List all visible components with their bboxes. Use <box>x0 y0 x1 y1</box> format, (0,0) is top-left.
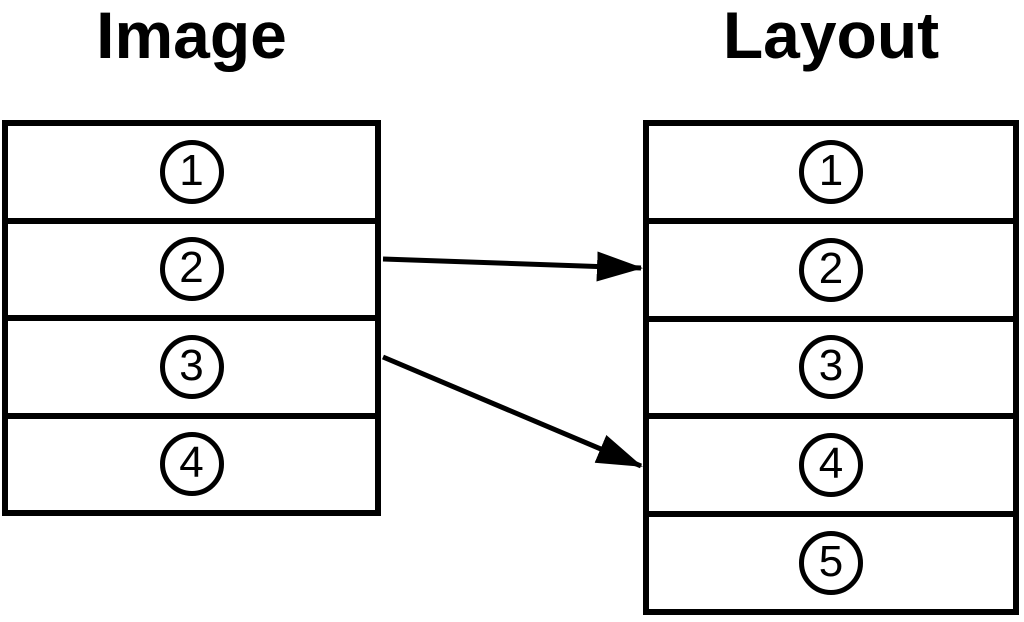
image-row-1: 1 <box>8 126 375 218</box>
circled-number: 5 <box>799 531 863 596</box>
layout-column-title: Layout <box>722 0 940 72</box>
circled-number: 3 <box>159 334 224 399</box>
circled-number: 4 <box>159 432 224 497</box>
image-row-4: 4 <box>8 412 375 511</box>
image-column-title: Image <box>96 0 287 72</box>
circled-number: 1 <box>159 139 224 204</box>
layout-row-5: 5 <box>649 511 1013 609</box>
image-row-3: 3 <box>8 315 375 413</box>
layout-row-1: 1 <box>649 126 1013 218</box>
layout-row-3: 3 <box>649 315 1013 414</box>
image-row-2: 2 <box>8 217 375 316</box>
image-stack: 1 2 3 4 <box>2 120 381 516</box>
arrow-image3-to-layout4 <box>382 354 643 469</box>
circled-number: 1 <box>799 139 863 204</box>
layout-stack: 1 2 3 4 5 <box>643 120 1019 615</box>
circled-number: 3 <box>799 335 863 400</box>
circled-number: 2 <box>799 237 863 302</box>
layout-row-2: 2 <box>649 217 1013 316</box>
arrow-image2-to-layout2 <box>382 251 643 282</box>
circled-number: 4 <box>799 433 863 498</box>
circled-number: 2 <box>159 237 224 302</box>
layout-row-4: 4 <box>649 413 1013 511</box>
